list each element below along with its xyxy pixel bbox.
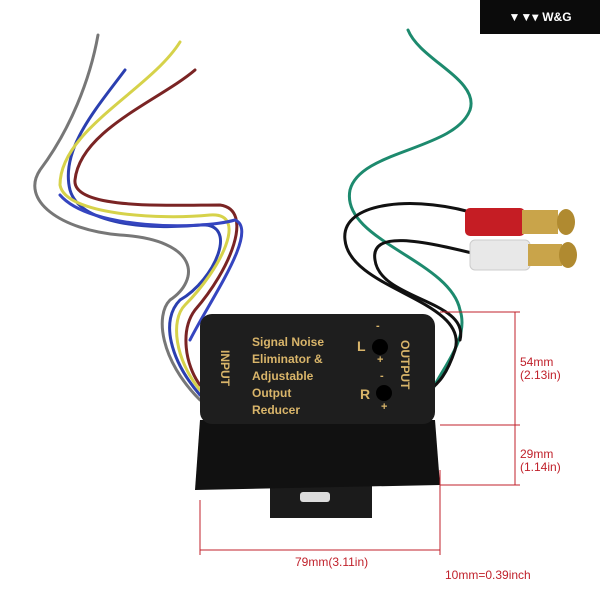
label-line: Adjustable <box>252 369 314 383</box>
device-label: Signal Noise Eliminator & Adjustable Out… <box>252 334 324 419</box>
label-line: Signal Noise <box>252 335 325 349</box>
wave-logo-icon: ▼▼▾ <box>508 10 539 24</box>
width-dimension: 79mm(3.11in) <box>295 555 369 569</box>
depth-dimension: 29mm (1.14in) <box>520 448 561 474</box>
output-label: OUTPUT <box>398 340 412 390</box>
depth-mm: 29mm <box>520 447 554 461</box>
unit-conversion: 10mm=0.39inch <box>445 568 531 582</box>
height-dimension: 54mm (2.13in) <box>520 356 561 382</box>
input-wires <box>33 33 244 402</box>
rca-red-plug <box>465 208 575 236</box>
left-minus: - <box>376 320 380 332</box>
brand-name: W&G <box>542 10 572 24</box>
right-plus: + <box>381 401 388 413</box>
rca-white-plug <box>469 239 577 271</box>
left-plus: + <box>377 354 384 366</box>
depth-in: (1.14in) <box>520 460 561 474</box>
label-line: Eliminator & <box>252 352 323 366</box>
brand-logo: ▼▼▾ W&G <box>480 0 600 34</box>
right-minus: - <box>380 370 384 382</box>
right-channel-label: R <box>360 386 371 402</box>
height-mm: 54mm <box>520 355 554 369</box>
device-box <box>195 314 440 518</box>
input-label: INPUT <box>218 350 232 386</box>
label-line: Reducer <box>252 403 301 417</box>
label-line: Output <box>252 386 292 400</box>
output-wires <box>343 28 482 397</box>
left-channel-label: L <box>357 338 366 354</box>
height-in: (2.13in) <box>520 368 561 382</box>
dimension-lines <box>199 311 520 555</box>
